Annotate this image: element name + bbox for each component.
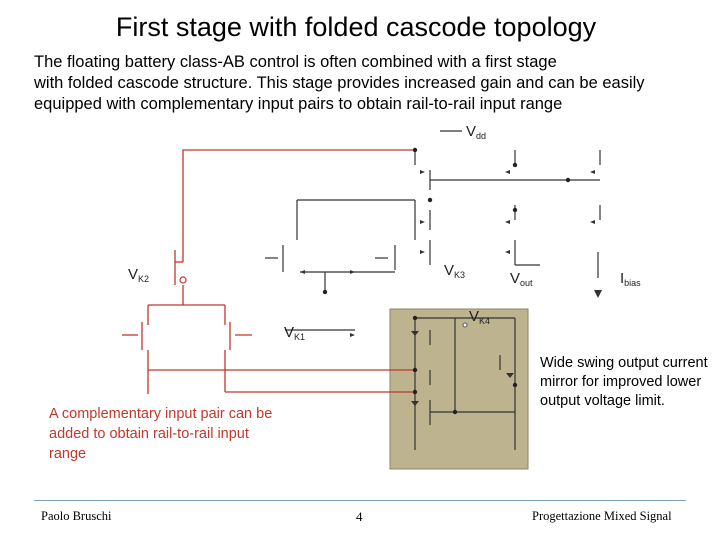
vout-label: Vout (510, 270, 533, 288)
body-line-2: with folded cascode structure. This stag… (34, 74, 645, 92)
body-line-3: equipped with complementary input pairs … (34, 95, 563, 113)
slide-title: First stage with folded cascode topology (115, 12, 597, 42)
footer-author: Paolo Bruschi (41, 509, 112, 523)
slide-body: The floating battery class-AB control is… (34, 52, 714, 115)
vk4-label: VK4 (469, 308, 491, 326)
junction-dots (322, 147, 571, 415)
footer-page-number: 4 (356, 509, 363, 524)
body-line-1: The floating battery class-AB control is… (34, 53, 557, 71)
vk1-label: VK1 (284, 324, 306, 342)
wide-swing-mirror-note: Wide swing output current mirror for imp… (540, 355, 708, 409)
output-mirror-highlight-box (389, 308, 529, 470)
complementary-pair-note: A complementary input pair can be added … (49, 406, 273, 462)
complementary-pair-wiring (122, 149, 415, 394)
vk3-label: VK3 (444, 262, 466, 280)
vdd-label: Vdd (466, 123, 487, 141)
vk2-label: VK2 (128, 266, 150, 284)
footer-divider (34, 500, 686, 501)
footer-course: Progettazione Mixed Signal (532, 509, 672, 523)
ibias-label: Ibias (620, 270, 641, 288)
